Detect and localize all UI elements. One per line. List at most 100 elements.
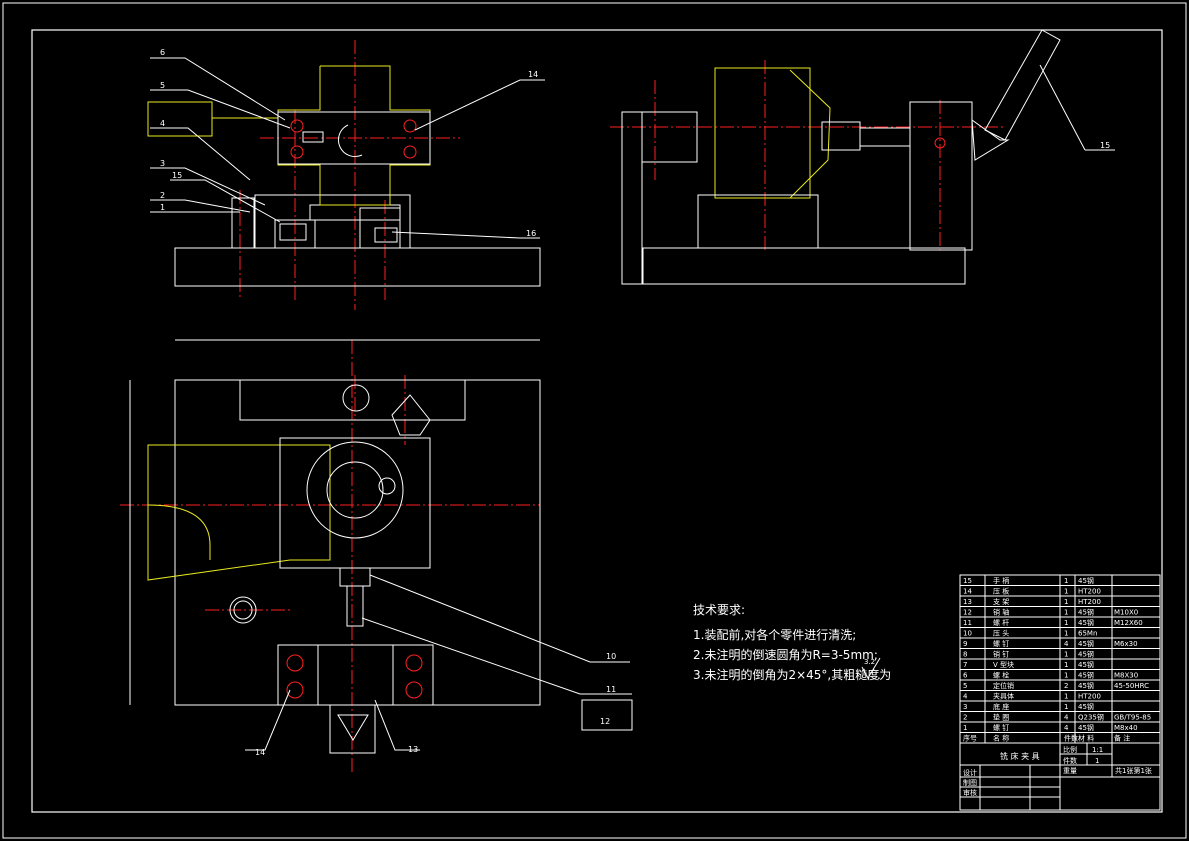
bom-row-12-note: M10X0 <box>1114 609 1138 617</box>
bom-row-15-qty: 1 <box>1064 577 1068 585</box>
bom-row-14-mat: HT200 <box>1078 588 1101 596</box>
bom-row-11-name: 螺 杆 <box>993 618 1009 627</box>
bom-row-9-mat: 45钢 <box>1078 639 1094 648</box>
bom-row-5-name: 定位销 <box>993 681 1014 690</box>
bom-row-11-note: M12X60 <box>1114 619 1143 627</box>
leader-10: 10 <box>606 652 616 661</box>
bom-row-2-note: GB/T95-85 <box>1114 714 1151 722</box>
side-leader-15: 15 <box>1100 141 1110 150</box>
bom-row-10-name: 压 头 <box>993 629 1009 638</box>
bom-row-6-qty: 1 <box>1064 672 1068 680</box>
bom-row-12-qty: 1 <box>1064 609 1068 617</box>
leader-13: 13 <box>408 745 418 754</box>
bom-row-3-mat: 45钢 <box>1078 702 1094 711</box>
bom-row-11-mat: 45钢 <box>1078 618 1094 627</box>
bom-row-15-name: 手 柄 <box>993 576 1009 585</box>
front-leader-3: 3 <box>160 159 165 168</box>
front-leader-14: 14 <box>528 70 538 79</box>
drawer-label: 制图 <box>963 778 977 787</box>
bom-row-3-qty: 1 <box>1064 703 1068 711</box>
bom-row-1-qty: 4 <box>1064 724 1069 732</box>
bom-row-5-mat: 45钢 <box>1078 681 1094 690</box>
front-leader-1: 1 <box>160 203 165 212</box>
bom-row-11-no: 11 <box>963 619 972 627</box>
leader-14: 14 <box>255 748 265 757</box>
bom-row-2-mat: Q235钢 <box>1078 713 1104 722</box>
tech-item-2: 2.未注明的倒速圆角为R=3-5mm; <box>693 647 878 662</box>
bom-row-7-no: 7 <box>963 661 967 669</box>
bom-row-4-mat: HT200 <box>1078 693 1101 701</box>
roughness-symbol-icon: 3.2 <box>861 657 881 680</box>
bom-row-9-note: M6x30 <box>1114 640 1138 648</box>
bom-row-2-name: 垫 圈 <box>993 713 1009 722</box>
weight-label: 重量 <box>1063 767 1077 775</box>
inner-frame <box>31 29 1163 813</box>
bom-row-3-name: 底 座 <box>993 702 1009 711</box>
front-leader-4: 4 <box>160 119 165 128</box>
bom-row-4-no: 4 <box>963 693 968 701</box>
bom-header-note: 备 注 <box>1114 734 1130 743</box>
bom-row-3-no: 3 <box>963 703 967 711</box>
sheet-info: 共1张第1张 <box>1115 766 1152 775</box>
bom-row-8-no: 8 <box>963 651 967 659</box>
tech-title: 技术要求: <box>693 603 745 617</box>
bom-row-1-note: M8x40 <box>1114 724 1138 732</box>
bom-row-14-qty: 1 <box>1064 588 1068 596</box>
tech-item-1: 1.装配前,对各个零件进行清洗; <box>693 627 856 642</box>
bom-row-5-note: 45-50HRC <box>1114 682 1149 690</box>
bom-row-2-qty: 4 <box>1064 714 1069 722</box>
bom-row-13-qty: 1 <box>1064 598 1068 606</box>
bom-row-9-qty: 4 <box>1064 640 1069 648</box>
designer-label: 设计 <box>963 768 977 777</box>
tech-item-3: 3.未注明的倒角为2×45°,其粗糙度为 <box>693 667 891 682</box>
side-view: 15 <box>610 29 1115 285</box>
plan-view: 10 11 12 14 13 <box>120 339 633 775</box>
bom-row-7-name: V 型块 <box>993 660 1014 669</box>
bom-row-6-no: 6 <box>963 672 968 680</box>
bom-row-12-mat: 45钢 <box>1078 608 1094 617</box>
bom-row-5-no: 5 <box>963 682 967 690</box>
roughness-value: 3.2 <box>864 658 875 666</box>
bom-header-mat: 材 料 <box>1078 734 1094 743</box>
bom-row-5-qty: 2 <box>1064 682 1068 690</box>
bom-row-1-no: 1 <box>963 724 967 732</box>
count-value: 1 <box>1095 757 1099 765</box>
bom-row-11-qty: 1 <box>1064 619 1068 627</box>
bom-row-8-mat: 45钢 <box>1078 650 1094 659</box>
leader-11: 11 <box>606 685 616 694</box>
count-label: 件数 <box>1063 756 1077 765</box>
bom-title: 铣 床 夹 具 <box>1000 751 1040 761</box>
svg-text:.: . <box>877 668 881 682</box>
bom-row-6-note: M8X30 <box>1114 672 1138 680</box>
bom-row-7-mat: 45钢 <box>1078 660 1094 669</box>
bom-row-1-mat: 45钢 <box>1078 723 1094 732</box>
front-leader-2: 2 <box>160 191 165 200</box>
leader-12: 12 <box>600 717 610 726</box>
bom-row-4-qty: 1 <box>1064 693 1068 701</box>
bom-header-name: 名 称 <box>993 734 1009 743</box>
bom-header-no: 序号 <box>963 734 977 743</box>
bom-row-6-name: 螺 栓 <box>993 671 1009 680</box>
bom-row-12-no: 12 <box>963 609 972 617</box>
bom-row-15-mat: 45钢 <box>1078 576 1094 585</box>
bom-row-1-name: 螺 钉 <box>993 723 1009 732</box>
bom-row-10-qty: 1 <box>1064 630 1068 638</box>
bom-header-qty: 件数 <box>1064 734 1078 743</box>
scale-value: 1:1 <box>1092 746 1103 754</box>
bom-row-13-mat: HT200 <box>1078 598 1101 606</box>
checker-label: 审核 <box>963 788 977 797</box>
bom-row-9-name: 螺 钉 <box>993 639 1009 648</box>
bom-row-9-no: 9 <box>963 640 967 648</box>
bom-row-2-no: 2 <box>963 714 967 722</box>
bom-row-14-name: 压 板 <box>993 587 1009 596</box>
bom-row-8-name: 销 钉 <box>993 650 1009 659</box>
bom-row-7-qty: 1 <box>1064 661 1068 669</box>
bom-row-8-qty: 1 <box>1064 651 1068 659</box>
scale-label: 比例 <box>1063 745 1077 754</box>
bom-row-10-no: 10 <box>963 630 972 638</box>
front-leader-16: 16 <box>526 229 536 238</box>
